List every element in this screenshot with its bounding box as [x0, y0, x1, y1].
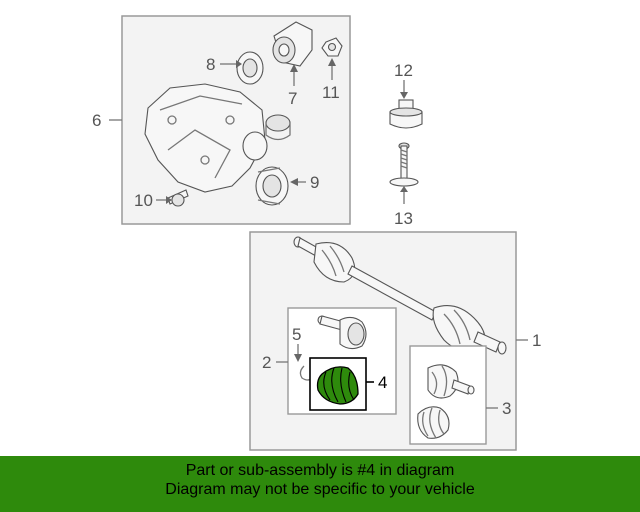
callout-label-6: 6	[92, 111, 101, 130]
axle-shaft-part[interactable]	[293, 236, 507, 355]
callout-label-7: 7	[288, 89, 297, 108]
banner-line-disclaimer: Diagram may not be specific to your vehi…	[165, 481, 475, 498]
callout-label-13: 13	[394, 209, 413, 228]
nut-part-11[interactable]	[321, 37, 343, 57]
callout-label-11: 11	[322, 83, 340, 102]
parts-diagram: 6 8 7 11 9 10 12 13 1 2 5 4 3	[92, 15, 541, 451]
outer-boot-part[interactable]	[417, 406, 450, 439]
callout-label-4: 4	[378, 373, 387, 392]
banner-line-part-number: Part or sub-assembly is #4 in diagram	[185, 462, 455, 479]
seal-part-8[interactable]	[236, 51, 264, 85]
bushing-part-12[interactable]	[389, 99, 423, 129]
boot-kit-part-4-highlighted[interactable]	[309, 357, 367, 411]
callout-label-8: 8	[206, 55, 215, 74]
callout-label-10: 10	[134, 191, 153, 210]
outer-joint-part[interactable]	[427, 364, 475, 399]
bolt-part-13[interactable]	[389, 142, 419, 187]
callout-label-1: 1	[532, 331, 541, 350]
callout-label-5: 5	[292, 325, 301, 344]
callout-label-3: 3	[502, 399, 511, 418]
callout-label-9: 9	[310, 173, 319, 192]
callout-label-12: 12	[394, 61, 413, 80]
callout-label-2: 2	[262, 353, 271, 372]
stub-shaft-part[interactable]	[317, 315, 367, 350]
differential-housing-part[interactable]	[144, 83, 291, 193]
bearing-part-9[interactable]	[255, 166, 289, 206]
bolt-part-10[interactable]	[167, 189, 189, 207]
info-banner: Part or sub-assembly is #4 in diagram Di…	[0, 456, 640, 512]
flange-part-7[interactable]	[272, 21, 313, 67]
